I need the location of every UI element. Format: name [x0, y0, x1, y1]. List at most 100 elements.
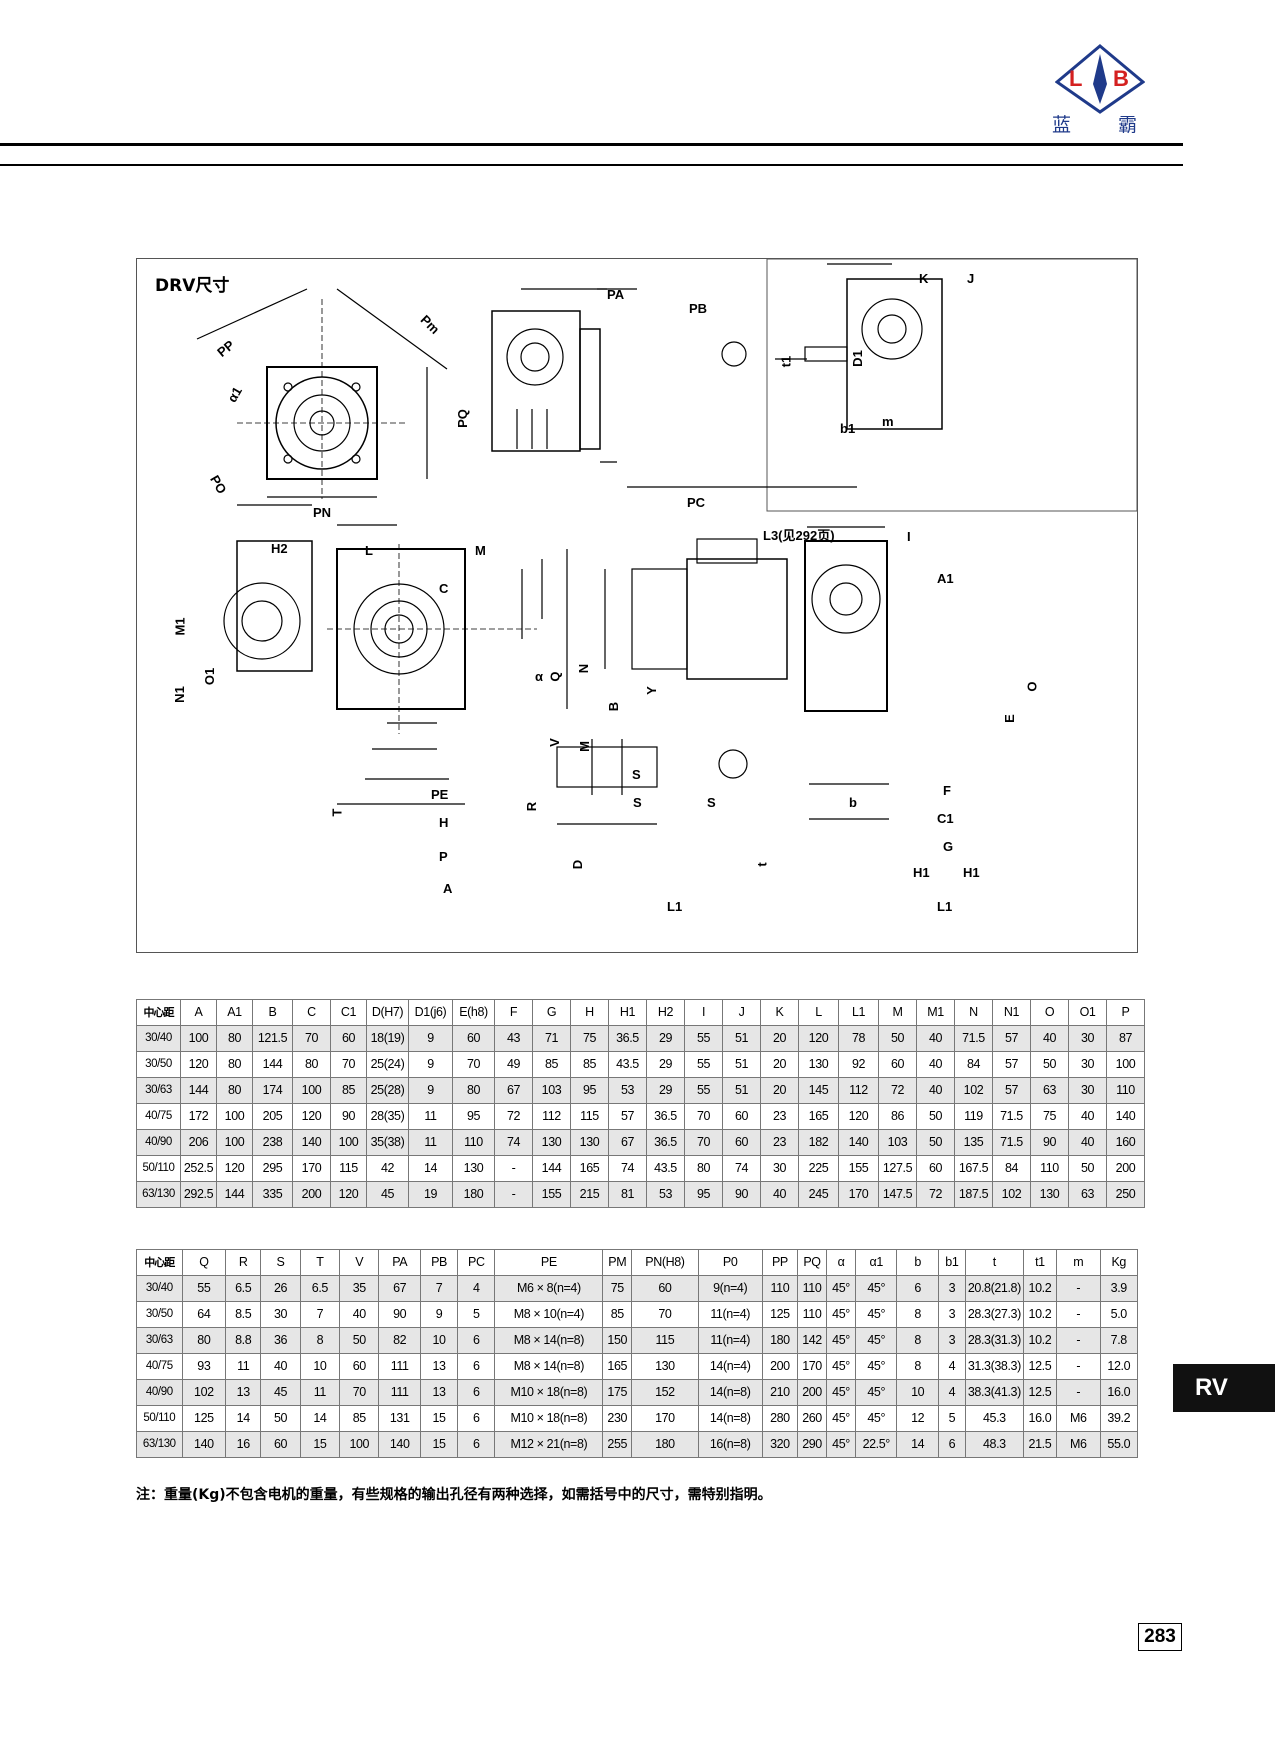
table-cell: 26	[260, 1275, 301, 1302]
table-cell: -	[494, 1155, 533, 1182]
table-cell: 130	[1030, 1181, 1069, 1208]
dim-label-m: M	[475, 543, 486, 558]
table-cell: 4	[937, 1379, 966, 1406]
table-cell: 95	[570, 1077, 609, 1104]
table-cell: 9(n=4)	[697, 1275, 763, 1302]
table-cell: 60	[722, 1129, 761, 1156]
table-cell: 95	[452, 1103, 495, 1130]
table-cell: 85	[330, 1077, 367, 1104]
column-header: PM	[602, 1249, 633, 1276]
table-cell: 71.5	[992, 1129, 1031, 1156]
table-cell: 10.2	[1022, 1327, 1058, 1354]
column-header: t1	[1022, 1249, 1058, 1276]
column-header: N1	[992, 999, 1031, 1026]
table-cell: 170	[797, 1353, 828, 1380]
table-cell: 28(35)	[366, 1103, 409, 1130]
table-cell: -	[1056, 1275, 1101, 1302]
table-cell: 70	[292, 1025, 331, 1052]
table-cell: 6	[457, 1327, 496, 1354]
dim-label-o1: O1	[202, 667, 218, 686]
table-cell: 45	[260, 1379, 301, 1406]
table-cell: 70	[684, 1103, 723, 1130]
table-cell: 9	[408, 1077, 453, 1104]
table-cell: 21.5	[1022, 1431, 1058, 1458]
column-header: K	[760, 999, 799, 1026]
table-cell: 14	[299, 1405, 341, 1432]
column-header: A1	[216, 999, 253, 1026]
table-cell: 102	[181, 1379, 227, 1406]
table-cell: 6	[457, 1405, 496, 1432]
column-header: F	[494, 999, 533, 1026]
table-cell: 57	[992, 1025, 1031, 1052]
table-cell: 8	[896, 1353, 939, 1380]
column-header: H1	[608, 999, 647, 1026]
page-number: 283	[1138, 1623, 1182, 1651]
table-cell: 36.5	[646, 1129, 685, 1156]
dim-label-pa: PA	[607, 287, 625, 302]
table-cell: 12	[896, 1405, 939, 1432]
table-cell: 13	[419, 1379, 459, 1406]
column-header: S	[260, 1249, 301, 1276]
table-cell: 130	[631, 1353, 699, 1380]
table-cell: 11	[225, 1353, 262, 1380]
logo-diamond-icon	[1055, 44, 1145, 114]
table-cell: 40/75	[136, 1103, 181, 1130]
table-cell: 180	[452, 1181, 495, 1208]
table-cell: 140	[1106, 1103, 1145, 1130]
dim-label-l: L	[365, 543, 373, 558]
table-cell: 63	[1030, 1077, 1069, 1104]
table-cell: 144	[252, 1051, 293, 1078]
table-cell: 20	[760, 1077, 799, 1104]
table-cell: 92	[838, 1051, 879, 1078]
table-cell: 165	[798, 1103, 839, 1130]
table-cell: 40	[916, 1025, 955, 1052]
table-cell: 60	[916, 1155, 955, 1182]
dim-label-l1: L1	[667, 899, 683, 914]
table-cell: 140	[292, 1129, 331, 1156]
table-cell: 100	[330, 1129, 367, 1156]
column-header: I	[684, 999, 723, 1026]
table-cell: 280	[761, 1405, 799, 1432]
section-tab-rv: RV	[1173, 1364, 1275, 1412]
column-header: L	[798, 999, 839, 1026]
table-cell: 30/63	[136, 1327, 183, 1354]
dim-label-t: T	[329, 808, 345, 817]
table-cell: 110	[797, 1301, 828, 1328]
column-header: M1	[916, 999, 955, 1026]
table-cell: 31.3(38.3)	[964, 1353, 1024, 1380]
table-cell: 20	[760, 1025, 799, 1052]
dim-label-n1: N1	[171, 686, 187, 703]
table-cell: M8 × 10(n=4)	[494, 1301, 604, 1328]
table-cell: 40/75	[136, 1353, 183, 1380]
table-cell: 75	[602, 1275, 633, 1302]
table-cell: 43	[494, 1025, 533, 1052]
table-cell: 90	[722, 1181, 761, 1208]
dim-label-k: K	[919, 271, 929, 286]
table-cell: 45°	[855, 1327, 898, 1354]
table-cell: 110	[797, 1275, 828, 1302]
dim-label-p: P	[439, 849, 448, 864]
table-cell: 175	[602, 1379, 633, 1406]
table-cell: 125	[761, 1301, 799, 1328]
column-header: A	[180, 999, 217, 1026]
table-cell: 14	[408, 1155, 453, 1182]
table-cell: 100	[1106, 1051, 1145, 1078]
table-cell: 320	[761, 1431, 799, 1458]
table-cell: 12.0	[1099, 1353, 1139, 1380]
column-header: Kg	[1099, 1249, 1139, 1276]
table-cell: M10 × 18(n=8)	[494, 1379, 604, 1406]
table-cell: 14(n=8)	[697, 1379, 763, 1406]
table-cell: 40	[1068, 1129, 1107, 1156]
dim-label-a: A	[443, 881, 453, 896]
table-cell: 90	[330, 1103, 367, 1130]
table-cell: 147.5	[878, 1181, 917, 1208]
table-cell: 140	[378, 1431, 421, 1458]
column-header: b	[896, 1249, 939, 1276]
table-cell: 7	[299, 1301, 341, 1328]
table-cell: 230	[602, 1405, 633, 1432]
table-cell: M10 × 18(n=8)	[494, 1405, 604, 1432]
table-cell: 72	[494, 1103, 533, 1130]
dim-label-n: N	[576, 663, 592, 674]
